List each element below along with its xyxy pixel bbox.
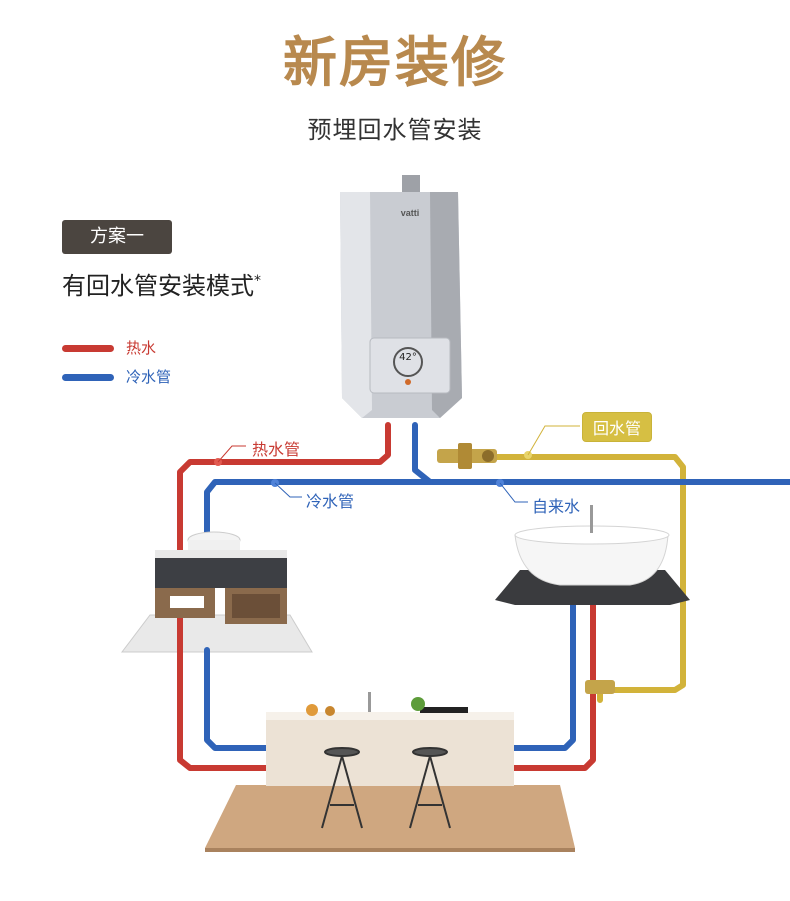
bathtub xyxy=(514,534,669,586)
plan-badge: 方案一 xyxy=(62,220,172,254)
floor-platform xyxy=(205,785,575,848)
bathtub-area xyxy=(495,505,690,605)
cold-pipe-leader xyxy=(274,482,302,498)
plan-description: 有回水管安装模式* xyxy=(62,266,261,301)
kitchen-faucet xyxy=(368,692,371,712)
page-title: 新房装修 xyxy=(283,30,507,94)
heater-display-temp: 42° xyxy=(399,352,417,363)
plan-description-text: 有回水管安装模式 xyxy=(62,272,254,300)
floor-edge xyxy=(205,848,575,852)
return-valve xyxy=(437,443,497,469)
bar-stool-left xyxy=(321,747,363,829)
bathroom-vanity xyxy=(155,531,287,624)
plant xyxy=(411,697,425,711)
legend-swatch-hot xyxy=(62,345,114,352)
cold-pipe-label: 冷水管 xyxy=(306,492,355,511)
legend-swatch-cold xyxy=(62,374,114,381)
tap-water-label: 自来水 xyxy=(532,497,581,516)
water-heater xyxy=(340,175,462,418)
bathtub-faucet xyxy=(590,505,593,533)
return-pipe-leader xyxy=(527,425,580,456)
return-junction xyxy=(585,680,615,694)
legend-item-cold: 冷水管 xyxy=(62,366,171,387)
heater-display-ring xyxy=(393,347,423,377)
heater-brand-logo: vatti xyxy=(401,208,420,218)
hot-pipe-leader xyxy=(217,445,246,463)
hot-pipe-label: 热水管 xyxy=(252,440,301,459)
return-pipe-label: 回水管 xyxy=(582,412,653,442)
legend-item-hot: 热水 xyxy=(62,337,156,358)
bar-stool-right xyxy=(409,747,451,829)
cold-water-pipe xyxy=(204,422,790,751)
heater-indicator xyxy=(405,379,411,385)
legend-label-hot: 热水 xyxy=(126,339,157,357)
cooktop xyxy=(420,707,468,713)
fruit xyxy=(306,704,318,716)
kitchen-island xyxy=(266,692,514,786)
legend-label-cold: 冷水管 xyxy=(126,368,172,386)
heater-control-panel xyxy=(369,337,451,394)
tap-water-leader xyxy=(499,482,528,503)
plan-mark: * xyxy=(254,273,261,289)
page-subtitle: 预埋回水管安装 xyxy=(307,116,483,144)
